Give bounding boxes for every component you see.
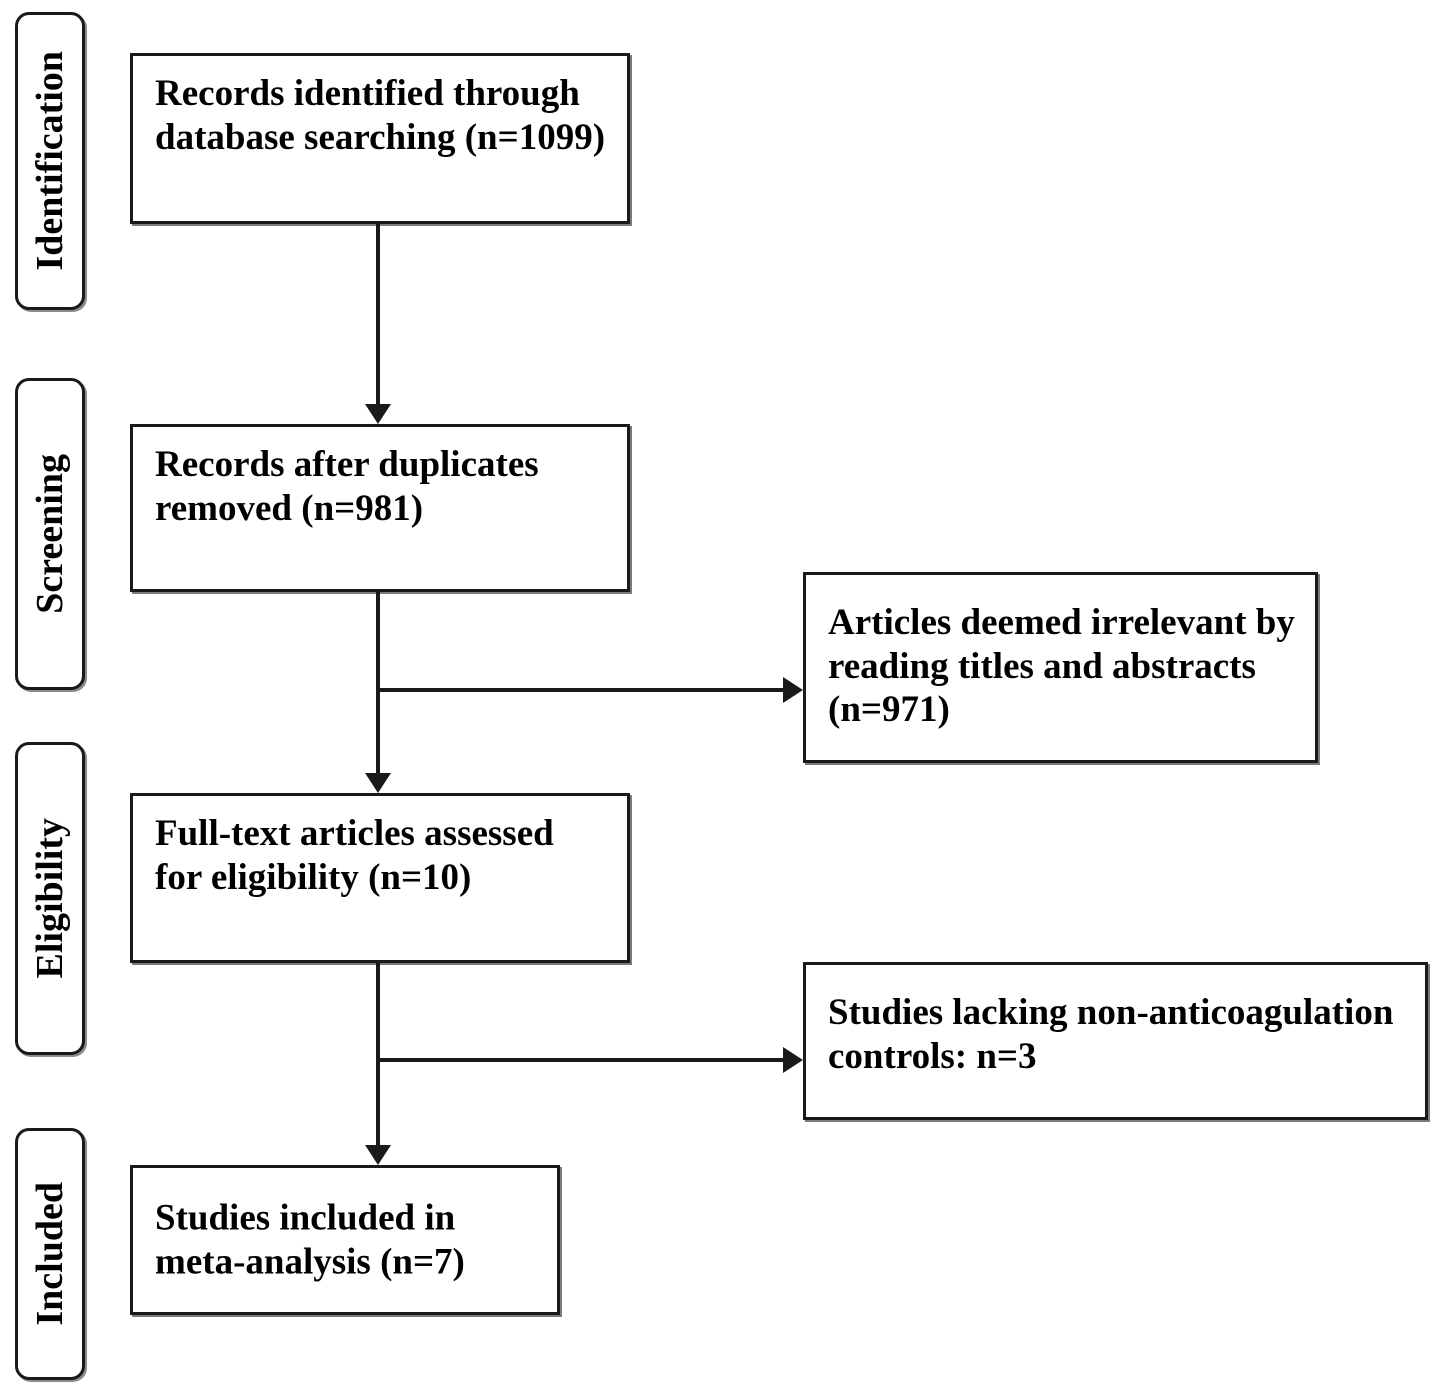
box-studies-included-line2: meta-analysis (n=7) xyxy=(155,1241,465,1282)
arrowhead-identified-to-duplicates xyxy=(365,404,391,424)
stage-pill-screening: Screening xyxy=(15,378,85,690)
box-fulltext-assessed-text: Full-text articles assessed for eligibil… xyxy=(155,812,617,899)
box-records-identified-line2: database searching (n=1099) xyxy=(155,116,606,158)
box-studies-included-text: Studies included in meta-analysis (n=7) xyxy=(155,1196,547,1283)
box-records-identified: Records identified through database sear… xyxy=(130,53,630,224)
arrowhead-branch-to-lacking-controls xyxy=(783,1047,803,1073)
stage-pill-eligibility: Eligibility xyxy=(15,742,85,1055)
box-fulltext-assessed-line2: for eligibility (n=10) xyxy=(155,856,472,898)
stage-pill-included: Included xyxy=(15,1128,85,1380)
box-records-after-duplicates-line2: removed (n=981) xyxy=(155,487,424,529)
stage-label-eligibility: Eligibility xyxy=(29,818,71,979)
connector-branch-to-lacking-controls xyxy=(376,1058,786,1062)
box-studies-included-line1: Studies included in xyxy=(155,1197,456,1239)
box-records-after-duplicates-text: Records after duplicates removed (n=981) xyxy=(155,443,617,530)
box-records-after-duplicates-line1: Records after duplicates xyxy=(155,444,539,485)
stage-label-included: Included xyxy=(29,1182,71,1326)
box-records-after-duplicates: Records after duplicates removed (n=981) xyxy=(130,424,630,592)
box-excluded-lacking-controls-line1: Studies lacking non-anticoagulation xyxy=(828,992,1394,1033)
connector-duplicates-to-fulltext xyxy=(376,592,380,775)
box-studies-included: Studies included in meta-analysis (n=7) xyxy=(130,1165,560,1315)
box-excluded-irrelevant-line3: (n=971) xyxy=(828,689,950,731)
box-records-identified-line1: Records identified through xyxy=(155,73,580,114)
connector-branch-to-irrelevant xyxy=(376,688,786,692)
arrowhead-duplicates-to-fulltext xyxy=(365,773,391,793)
box-fulltext-assessed-line1: Full-text articles assessed xyxy=(155,813,554,854)
box-excluded-irrelevant-line1: Articles deemed irrelevant by xyxy=(828,602,1295,643)
box-excluded-lacking-controls-line2: controls: n=3 xyxy=(828,1035,1037,1077)
arrowhead-fulltext-to-included xyxy=(365,1145,391,1165)
box-excluded-lacking-controls-text: Studies lacking non-anticoagulation cont… xyxy=(828,991,1415,1078)
stage-label-identification: Identification xyxy=(29,51,71,271)
stage-label-screening: Screening xyxy=(29,454,71,614)
box-fulltext-assessed: Full-text articles assessed for eligibil… xyxy=(130,793,630,963)
stage-pill-identification: Identification xyxy=(15,12,85,310)
box-records-identified-text: Records identified through database sear… xyxy=(155,72,617,159)
box-excluded-irrelevant: Articles deemed irrelevant by reading ti… xyxy=(803,572,1318,763)
connector-identified-to-duplicates xyxy=(376,224,380,406)
box-excluded-irrelevant-line2: reading titles and abstracts xyxy=(828,645,1256,687)
box-excluded-irrelevant-text: Articles deemed irrelevant by reading ti… xyxy=(828,601,1305,732)
arrowhead-branch-to-irrelevant xyxy=(783,677,803,703)
connector-fulltext-to-included xyxy=(376,963,380,1147)
box-excluded-lacking-controls: Studies lacking non-anticoagulation cont… xyxy=(803,962,1428,1120)
